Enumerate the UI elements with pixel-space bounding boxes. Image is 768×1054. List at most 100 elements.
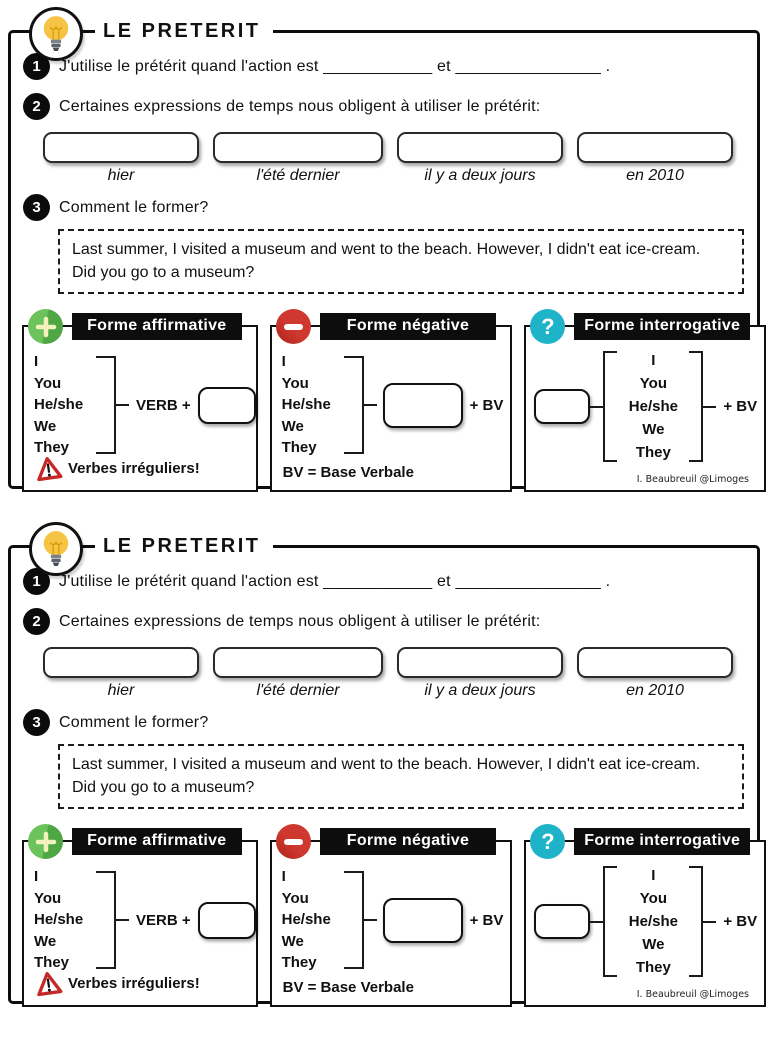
connector-line (116, 918, 129, 922)
pronoun: You (281, 374, 309, 392)
affirmative-answer-box[interactable] (197, 901, 256, 939)
form-interrogative-box: ? Forme interrogative I You He/she We Th… (524, 309, 767, 493)
pronoun: He/she (281, 396, 331, 414)
example-line-1: Last summer, I visited a museum and went… (72, 756, 701, 773)
item-1: 1 J'utilise le prétérit quand l'action e… (11, 53, 757, 80)
minus-icon (275, 824, 311, 860)
pronoun: I (34, 868, 39, 886)
form-affirmative-box: Forme affirmative I You He/she We They V… (22, 824, 258, 1008)
item-3-text: Comment le former? (59, 713, 209, 731)
expression-answer-box-en-2010[interactable] (577, 132, 733, 163)
page-title: LE PRETERIT (95, 18, 273, 45)
pronoun: They (281, 954, 317, 972)
form-interrogative-title: Forme interrogative (574, 828, 751, 856)
form-interrogative-box: ? Forme interrogative I You He/she We Th… (524, 824, 767, 1008)
expression-answer-box-deux-jours[interactable] (397, 647, 563, 678)
pronoun-list: I You He/she We They (603, 349, 704, 464)
pronoun: He/she (34, 396, 84, 414)
bracket (343, 356, 364, 454)
warning-icon (33, 455, 63, 484)
form-negative-formula: I You He/she We They + BV (272, 866, 511, 974)
form-affirmative-title: Forme affirmative (72, 313, 242, 341)
form-negative-title: Forme négative (319, 828, 497, 856)
expression-item: hier (43, 132, 199, 185)
interrogative-answer-box[interactable] (534, 904, 591, 940)
worksheet-panel-2: LE PRETERIT 1 J'utilise le prétérit quan… (8, 522, 767, 1008)
pronoun: You (34, 374, 62, 392)
item-3: 3 Comment le former? (11, 709, 757, 736)
expression-boxes-row: hier l'été dernier il y a deux jours en … (43, 132, 733, 185)
expression-answer-box-hier[interactable] (43, 647, 199, 678)
item-2: 2 Certaines expressions de temps nous ob… (11, 608, 757, 635)
item-1-text: J'utilise le prétérit quand l'action est… (59, 572, 611, 590)
affirmative-answer-box[interactable] (197, 386, 256, 424)
item-3-text: Comment le former? (59, 198, 209, 216)
pronoun-list: I You He/she We They (34, 351, 116, 459)
pronoun: He/she (34, 911, 84, 929)
pronoun: They (34, 954, 70, 972)
form-affirmative-title: Forme affirmative (72, 828, 242, 856)
item-2-text: Certaines expressions de temps nous obli… (59, 97, 541, 115)
example-sentences-box: Last summer, I visited a museum and went… (58, 229, 744, 295)
expression-answer-box-ete-dernier[interactable] (213, 647, 383, 678)
author-credit: I. Beaubreuil @Limoges (636, 989, 749, 1000)
item-3: 3 Comment le former? (11, 194, 757, 221)
expression-label: l'été dernier (256, 682, 340, 699)
expression-label: hier (107, 167, 135, 184)
pronoun: They (635, 444, 671, 462)
connector-line (363, 918, 377, 922)
pronoun: You (639, 375, 667, 393)
pronoun: We (642, 936, 665, 954)
interrogative-answer-box[interactable] (534, 389, 591, 425)
expression-answer-box-en-2010[interactable] (577, 647, 733, 678)
connector-line (590, 920, 604, 924)
irregular-verbs-note: Verbes irréguliers! (35, 971, 200, 997)
item-2-text: Certaines expressions de temps nous obli… (59, 612, 541, 630)
pronoun: We (281, 417, 304, 435)
form-negative-box: Forme négative I You He/she We They + BV (269, 309, 513, 493)
expression-item: il y a deux jours (397, 132, 563, 185)
expression-answer-box-hier[interactable] (43, 132, 199, 163)
expression-label: en 2010 (626, 167, 684, 184)
example-line-1: Last summer, I visited a museum and went… (72, 241, 701, 258)
example-line-2: Did you go to a museum? (72, 264, 255, 282)
expression-item: en 2010 (577, 647, 733, 700)
pronoun: They (34, 439, 70, 457)
bracket (343, 871, 364, 969)
form-interrogative-formula: I You He/she We They + BV (526, 864, 764, 979)
formula-plus-bv: + BV (469, 396, 504, 414)
negative-answer-box[interactable] (382, 382, 463, 428)
item-2-number-badge: 2 (23, 608, 50, 635)
pronoun: He/she (628, 913, 678, 931)
pronoun: I (651, 867, 656, 885)
negative-answer-box[interactable] (382, 897, 463, 943)
form-interrogative-title: Forme interrogative (574, 313, 751, 341)
item-2: 2 Certaines expressions de temps nous ob… (11, 93, 757, 120)
form-interrogative-formula: I You He/she We They + BV (526, 349, 764, 464)
plus-icon (28, 309, 63, 345)
expression-item: hier (43, 647, 199, 700)
pronoun-list: I You He/she We They (282, 866, 364, 974)
expression-answer-box-ete-dernier[interactable] (213, 132, 383, 163)
expression-answer-box-deux-jours[interactable] (397, 132, 563, 163)
page-title: LE PRETERIT (95, 533, 273, 560)
irregular-verbs-text: Verbes irréguliers! (68, 460, 200, 478)
expression-label: en 2010 (626, 682, 684, 699)
form-affirmative-formula: I You He/she We They VERB + (24, 866, 256, 974)
form-negative-formula: I You He/she We They + BV (272, 351, 511, 459)
pronoun-list: I You He/she We They (603, 864, 704, 979)
pronoun: They (281, 439, 317, 457)
formula-verb-plus: VERB + (136, 911, 191, 929)
formula-verb-plus: VERB + (136, 396, 191, 414)
item-2-number-badge: 2 (23, 93, 50, 120)
connector-line (363, 403, 377, 407)
form-negative-box: Forme négative I You He/she We They + BV (269, 824, 513, 1008)
pronoun: We (34, 417, 57, 435)
pronoun: We (34, 932, 57, 950)
pronoun: We (642, 421, 665, 439)
formula-plus-bv: + BV (723, 398, 758, 416)
bracket (96, 871, 116, 969)
expression-label: il y a deux jours (424, 167, 536, 184)
bracket-left (603, 351, 618, 463)
irregular-verbs-note: Verbes irréguliers! (33, 455, 200, 484)
